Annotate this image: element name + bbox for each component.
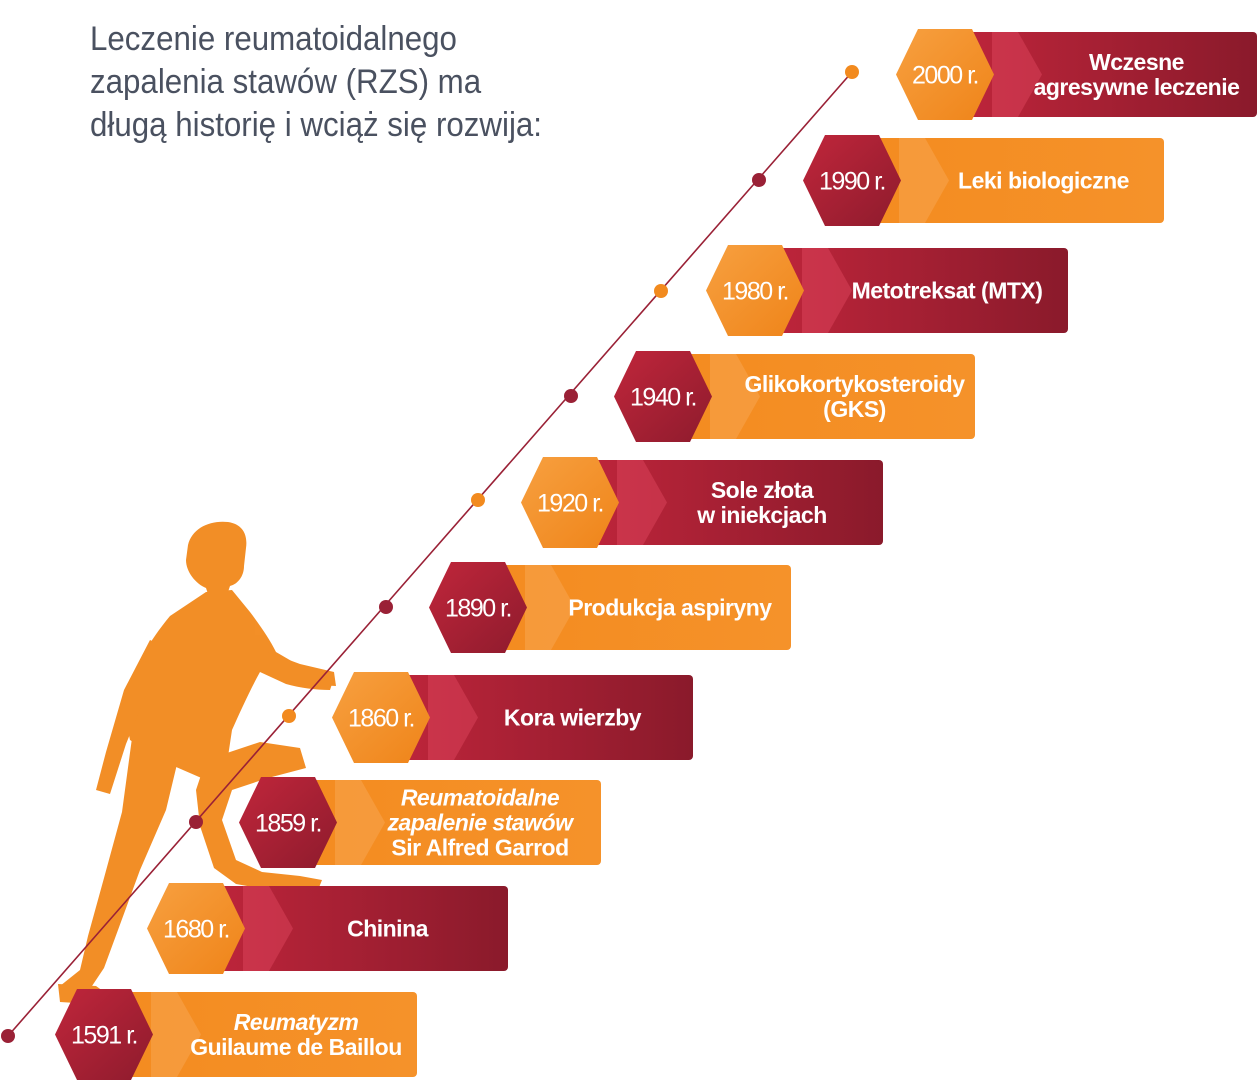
year-label: 1860 r. — [348, 705, 414, 733]
year-label: 1859 r. — [255, 810, 321, 838]
rail-dot — [1, 1029, 15, 1043]
rail-dot — [282, 709, 296, 723]
rail-dot — [189, 815, 203, 829]
milestone-description-line: Chinina — [347, 916, 429, 942]
milestone-description-line: agresywne leczenie — [1034, 74, 1240, 100]
rail-dot — [654, 284, 668, 298]
year-hexagon — [803, 135, 901, 226]
hexagon-shadow — [525, 565, 575, 650]
hexagon-shadow — [428, 675, 478, 760]
rail-line — [7, 71, 853, 1037]
milestone-step: 1990 r. Leki biologiczne — [803, 135, 1164, 226]
milestone-step: 1680 r. Chinina — [147, 883, 508, 974]
milestone-description-line: Produkcja aspiryny — [568, 595, 772, 621]
milestone-description-line: Sir Alfred Garrod — [391, 835, 568, 861]
milestone-description-line: (GKS) — [823, 396, 886, 422]
hexagon-shadow — [335, 780, 385, 865]
rail-dot — [471, 493, 485, 507]
rail-dot — [752, 173, 766, 187]
year-hexagon — [521, 457, 619, 548]
intro-line-3: długą historię i wciąż się rozwija: — [90, 106, 543, 144]
milestone-step: 1890 r. Produkcja aspiryny — [429, 562, 791, 653]
milestone-step: 1860 r. Kora wierzby — [332, 672, 693, 763]
intro-text: Leczenie reumatoidalnego zapalenia stawó… — [90, 18, 605, 147]
milestone-description-line: w iniekcjach — [696, 502, 827, 528]
milestone-step: 1940 r. Glikokortykosteroidy(GKS) — [614, 351, 975, 442]
year-label: 1591 r. — [71, 1022, 137, 1050]
milestone-description-line: zapalenie stawów — [386, 810, 575, 836]
year-hexagon — [332, 672, 430, 763]
rail-dots — [1, 65, 859, 1043]
year-label: 1890 r. — [445, 595, 511, 623]
year-hexagon — [896, 29, 994, 120]
hexagon-shadow — [899, 138, 949, 223]
rail-dot — [564, 389, 578, 403]
year-hexagon — [706, 245, 804, 336]
milestone-description-line: Glikokortykosteroidy — [744, 371, 965, 397]
milestone-description-line: Leki biologiczne — [958, 168, 1129, 194]
year-hexagon — [147, 883, 245, 974]
hexagon-shadow — [617, 460, 667, 545]
hexagon-shadow — [992, 32, 1042, 117]
year-label: 2000 r. — [912, 62, 978, 90]
milestone-description-line: Metotreksat (MTX) — [852, 278, 1043, 304]
year-label: 1920 r. — [537, 490, 603, 518]
rail-dot — [845, 65, 859, 79]
year-label: 1990 r. — [819, 168, 885, 196]
milestone-description-line: Kora wierzby — [504, 705, 642, 731]
rail-dot — [379, 600, 393, 614]
climbing-figure-illustration — [58, 521, 336, 1004]
year-label: 1680 r. — [163, 916, 229, 944]
hexagon-shadow — [802, 248, 852, 333]
intro-line-2: zapalenia stawów (RZS) ma — [90, 63, 482, 101]
milestone-step: 1980 r. Metotreksat (MTX) — [706, 245, 1068, 336]
year-label: 1980 r. — [722, 278, 788, 306]
year-hexagon — [55, 989, 153, 1080]
milestone-description-line: Reumatyzm — [234, 1009, 359, 1035]
milestone-description-line: Sole złota — [711, 477, 814, 503]
year-hexagon — [239, 777, 337, 868]
milestone-description-line: Guilaume de Baillou — [190, 1034, 402, 1060]
intro-line-1: Leczenie reumatoidalnego — [90, 20, 457, 58]
hexagon-shadow — [151, 992, 201, 1077]
hexagon-shadow — [710, 354, 760, 439]
milestone-description-line: Reumatoidalne — [401, 785, 560, 811]
hexagon-shadow — [243, 886, 293, 971]
milestone-description-line: Wczesne — [1089, 49, 1184, 75]
year-hexagon — [614, 351, 712, 442]
year-hexagon — [429, 562, 527, 653]
year-label: 1940 r. — [630, 384, 696, 412]
